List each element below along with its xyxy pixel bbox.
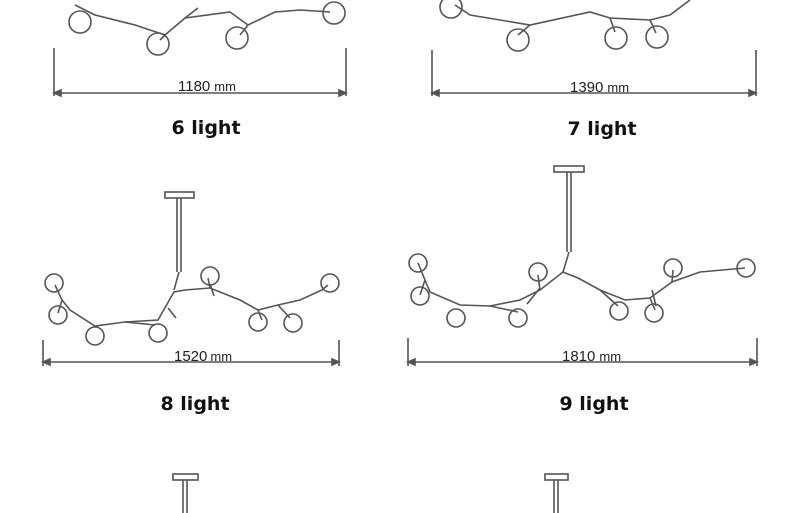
glass-globe bbox=[283, 313, 303, 333]
ceiling-canopy bbox=[172, 473, 199, 481]
glass-globe bbox=[645, 25, 669, 49]
glass-globe bbox=[148, 323, 168, 343]
glass-globe bbox=[322, 1, 346, 25]
variant-label-6: 6 light bbox=[171, 117, 241, 139]
glass-globe bbox=[508, 308, 528, 328]
ceiling-canopy bbox=[544, 473, 569, 481]
glass-globe bbox=[604, 26, 628, 50]
ceiling-canopy bbox=[553, 165, 585, 173]
glass-globe bbox=[85, 326, 105, 346]
glass-globe bbox=[44, 273, 64, 293]
diagram-7-light bbox=[429, 0, 759, 98]
glass-globe bbox=[736, 258, 756, 278]
glass-globe bbox=[320, 273, 340, 293]
diagram-next-left bbox=[172, 473, 199, 513]
diagram-9-light bbox=[405, 165, 760, 367]
diagram-6-light bbox=[51, 1, 349, 98]
glass-globe bbox=[506, 28, 530, 52]
glass-globe bbox=[410, 286, 430, 306]
glass-globe bbox=[200, 266, 220, 286]
glass-globe bbox=[225, 26, 249, 50]
glass-globe bbox=[663, 258, 683, 278]
variant-label-8: 8 light bbox=[160, 393, 230, 415]
diagram-8-light bbox=[40, 191, 342, 367]
glass-globe bbox=[609, 301, 629, 321]
glass-globe bbox=[408, 253, 428, 273]
glass-globe bbox=[48, 305, 68, 325]
glass-globe bbox=[644, 303, 664, 323]
glass-globe bbox=[146, 32, 170, 56]
glass-globe bbox=[68, 10, 92, 34]
glass-globe bbox=[446, 308, 466, 328]
diagram-next-right bbox=[544, 473, 569, 513]
ceiling-canopy bbox=[164, 191, 195, 199]
variant-label-7: 7 light bbox=[567, 118, 637, 140]
glass-globe bbox=[528, 262, 548, 282]
glass-globe bbox=[439, 0, 463, 19]
variant-label-9: 9 light bbox=[559, 393, 629, 415]
glass-globe bbox=[248, 312, 268, 332]
